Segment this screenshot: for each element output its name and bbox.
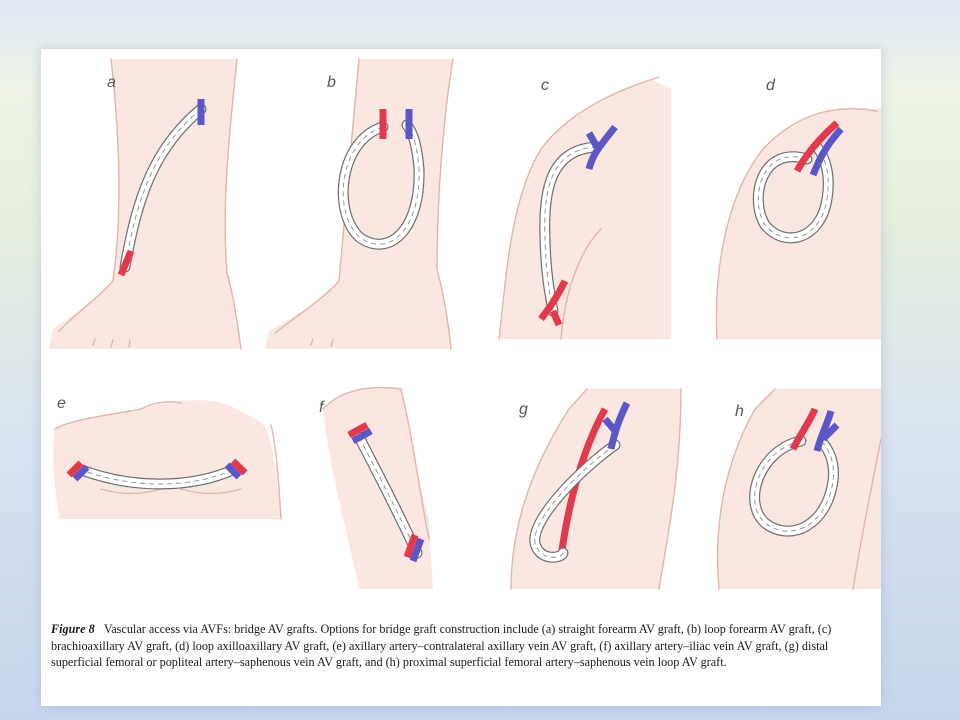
figure-illustration (49, 58, 881, 590)
panel-g-illustration (510, 388, 682, 590)
panel-label-g: g (519, 401, 528, 418)
figure-label: Figure 8 (51, 622, 95, 636)
figure-page: a b c d e f g h Figure 8 Vascular access… (41, 49, 881, 706)
panel-label-d: d (766, 77, 775, 94)
panel-c-illustration (498, 76, 671, 340)
panel-label-f: f (319, 399, 324, 416)
panel-b-illustration (265, 58, 454, 350)
panel-label-b: b (327, 74, 336, 91)
panel-label-h: h (735, 403, 744, 420)
panel-d-illustration (715, 107, 881, 340)
panel-a-illustration (49, 58, 242, 350)
panel-h-illustration (716, 388, 881, 590)
panel-e-illustration (53, 400, 282, 520)
panel-label-a: a (107, 74, 116, 91)
panel-f-illustration (322, 386, 433, 589)
figure-caption-text: Vascular access via AVFs: bridge AV graf… (51, 622, 832, 669)
figure-caption: Figure 8 Vascular access via AVFs: bridg… (51, 621, 871, 671)
panel-label-c: c (541, 77, 549, 94)
panel-label-e: e (57, 395, 66, 412)
